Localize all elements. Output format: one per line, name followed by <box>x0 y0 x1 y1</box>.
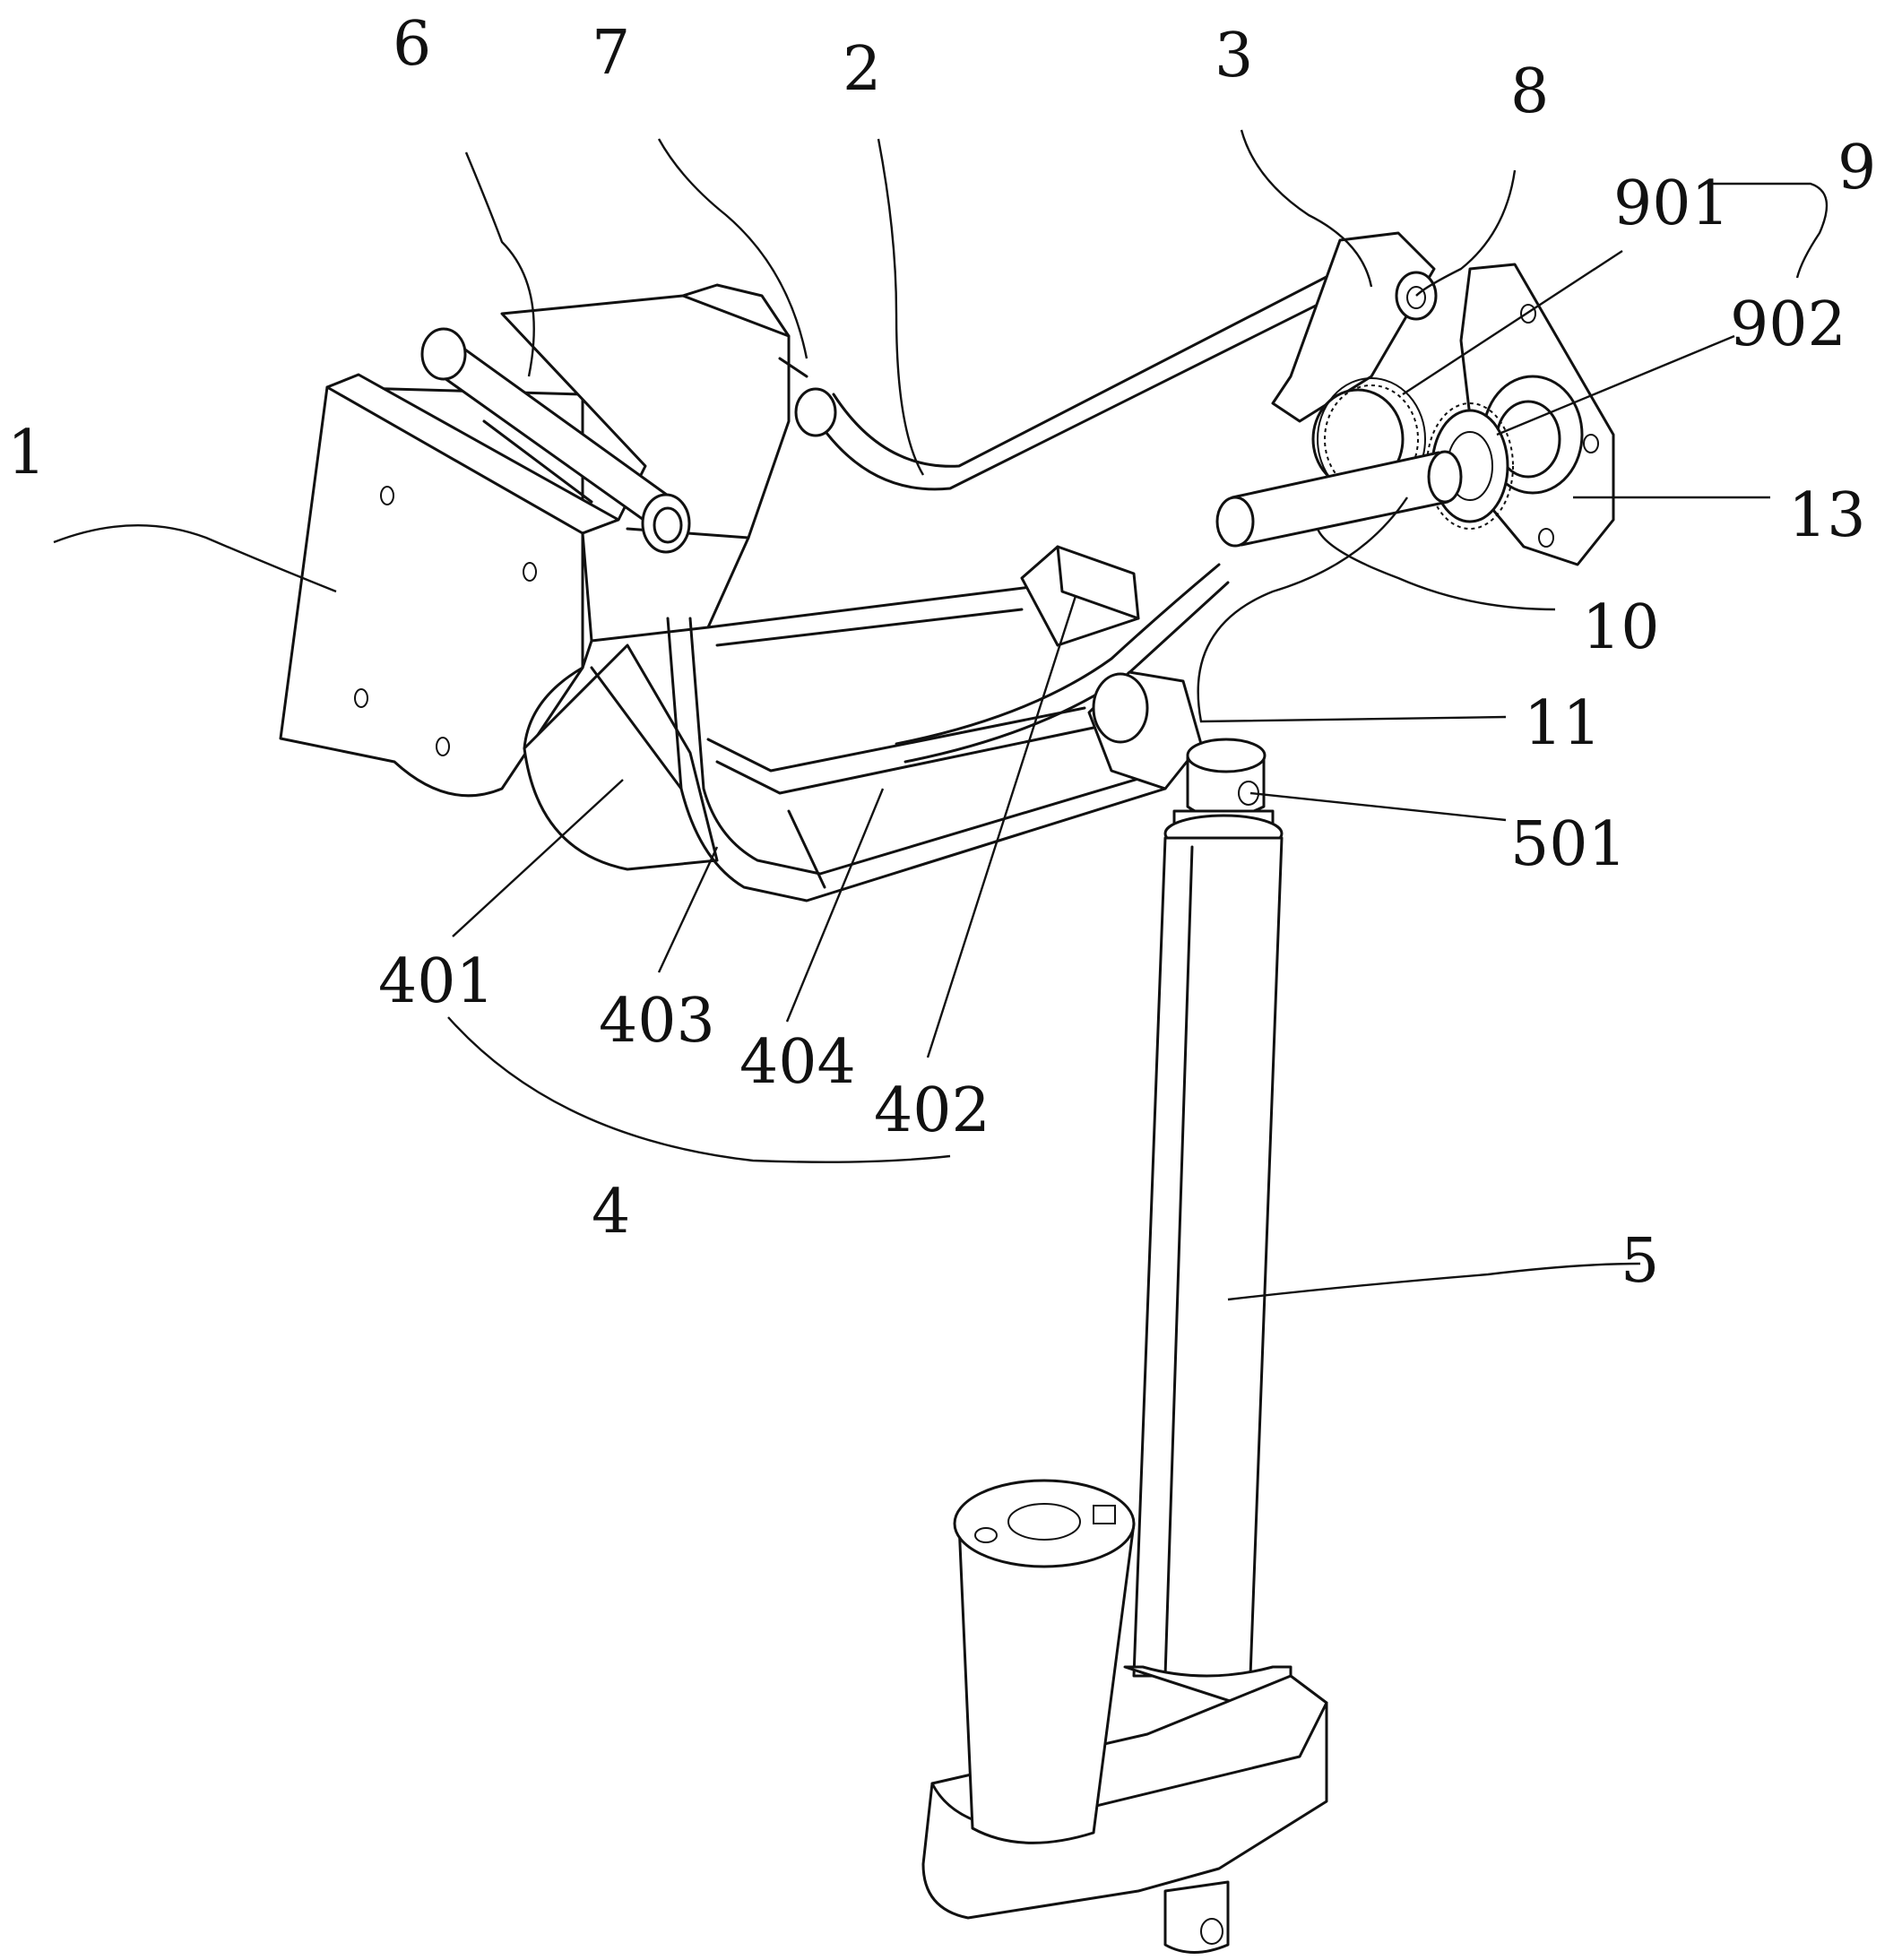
label-9: 9 <box>1837 133 1876 203</box>
label-13: 13 <box>1788 480 1866 551</box>
pivot-joint-11 <box>1089 672 1201 789</box>
part-labels: 1 6 7 2 3 8 901 9 902 13 10 11 501 401 4… <box>7 9 1876 1297</box>
label-8: 8 <box>1510 56 1549 127</box>
label-6: 6 <box>393 9 431 80</box>
label-401: 401 <box>378 946 495 1017</box>
label-404: 404 <box>739 1027 856 1098</box>
label-901: 901 <box>1613 168 1730 239</box>
label-2: 2 <box>843 34 881 105</box>
mounting-bracket <box>281 285 789 796</box>
label-403: 403 <box>599 986 715 1057</box>
label-5: 5 <box>1621 1226 1659 1297</box>
linear-actuator-5 <box>923 739 1327 1953</box>
label-501: 501 <box>1510 809 1627 880</box>
label-3: 3 <box>1215 21 1253 91</box>
label-1: 1 <box>7 418 46 488</box>
label-7: 7 <box>592 18 630 89</box>
label-402: 402 <box>874 1075 990 1146</box>
label-902: 902 <box>1730 289 1846 360</box>
label-4: 4 <box>592 1177 630 1248</box>
label-11: 11 <box>1524 688 1602 759</box>
label-10: 10 <box>1582 592 1660 663</box>
